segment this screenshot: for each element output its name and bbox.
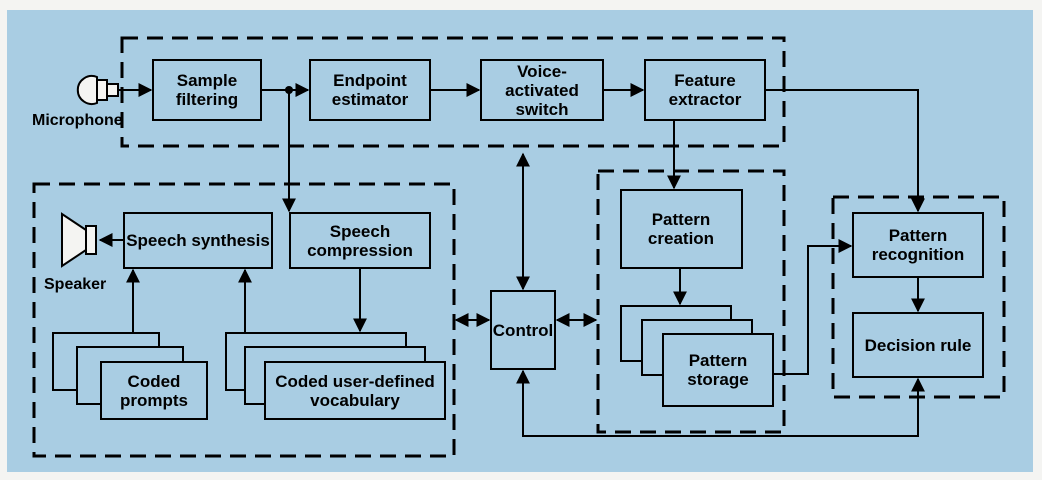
arrow-extractor-to-recognition: [765, 89, 925, 213]
speaker-icon: [61, 212, 97, 268]
decision-rule-box: [852, 312, 984, 378]
pattern-creation-box: [620, 189, 743, 269]
speech-synthesis-box: [123, 212, 273, 269]
endpoint-estimator-box: [309, 59, 431, 121]
coded-vocabulary-box: [264, 361, 446, 420]
microphone-label: Microphone: [32, 112, 123, 129]
sample-filtering-box: [152, 59, 262, 121]
microphone-icon: [76, 75, 119, 105]
speaker-label: Speaker: [44, 276, 107, 293]
control-box: [490, 290, 556, 370]
pattern-storage-box: [662, 333, 774, 407]
arrow-control-to-decision: [516, 369, 925, 437]
voice-activated-switch-box: [480, 59, 604, 121]
coded-prompts-box: [100, 361, 208, 420]
speech-compression-box: [289, 212, 431, 269]
feature-extractor-box: [644, 59, 766, 121]
pattern-recognition-box: [852, 212, 984, 278]
signal-tap-node: [285, 86, 293, 94]
